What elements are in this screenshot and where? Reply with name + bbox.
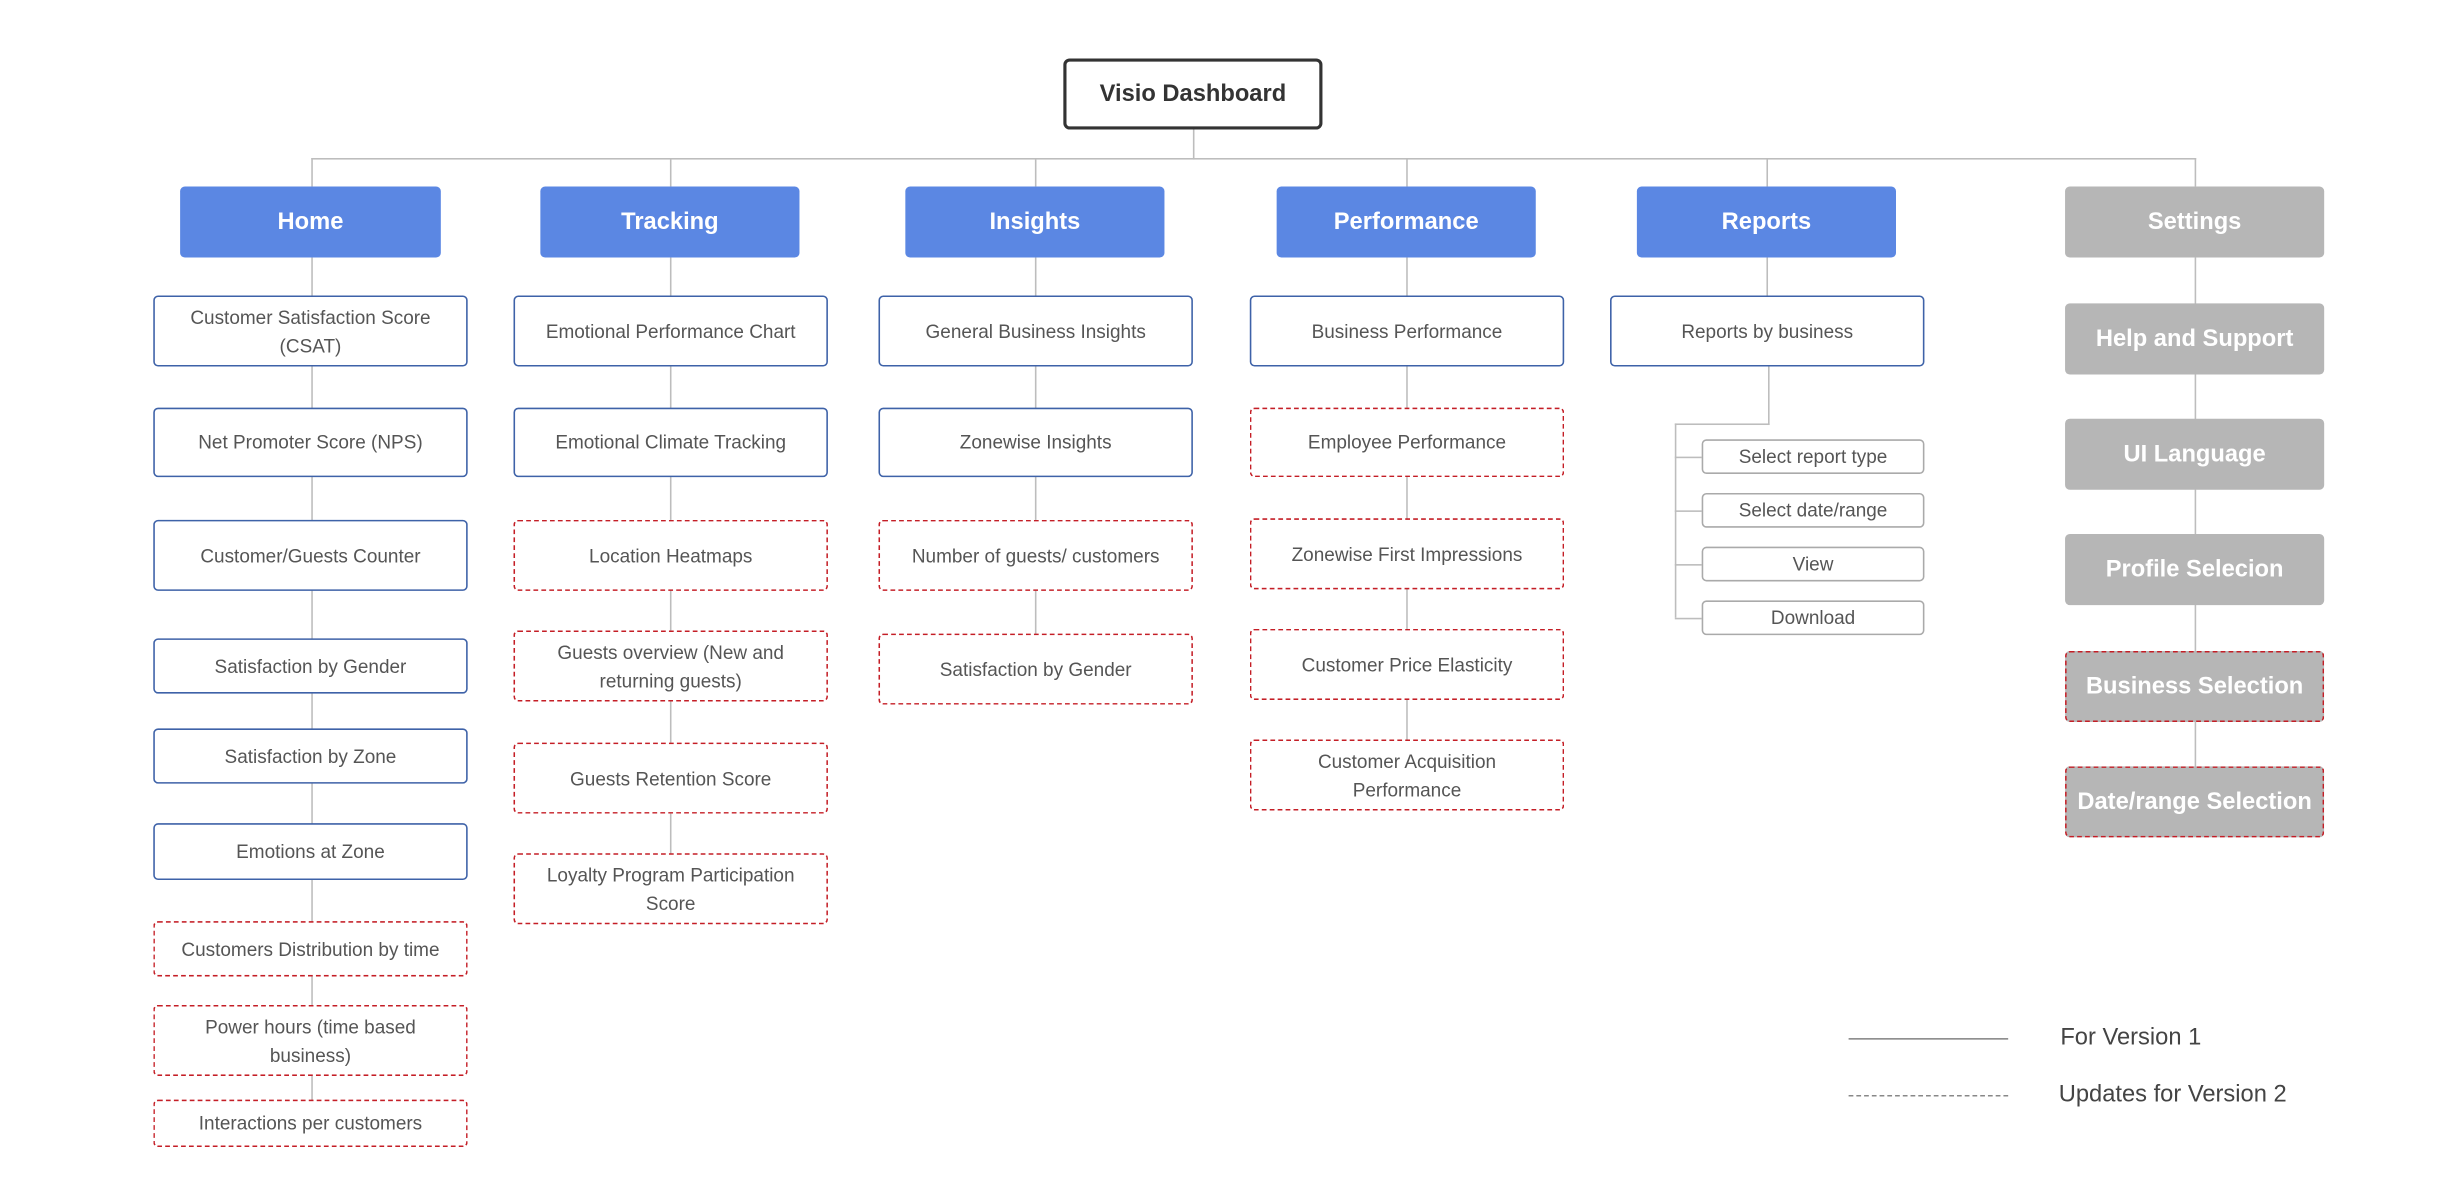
tracking-node-guests-overview: Guests overview (New and returning guest… — [513, 630, 828, 702]
performance-node-business: Business Performance — [1249, 295, 1565, 367]
home-node-csat: Customer Satisfaction Score (CSAT) — [153, 295, 468, 367]
performance-node-employee: Employee Performance — [1249, 407, 1565, 478]
home-node-interactions: Interactions per customers — [153, 1099, 468, 1148]
connector — [1674, 564, 1702, 566]
performance-node-acquisition: Customer Acquisition Performance — [1249, 739, 1565, 811]
category-reports: Reports — [1636, 186, 1896, 258]
reports-option-report-type: Select report type — [1701, 439, 1925, 474]
home-node-nps: Net Promoter Score (NPS) — [153, 407, 468, 478]
connector — [1406, 158, 1408, 187]
settings-node-ui-language: UI Language — [2065, 418, 2325, 490]
category-home: Home — [180, 186, 441, 258]
tracking-node-loyalty: Loyalty Program Participation Score — [513, 853, 828, 925]
home-node-power-hours: Power hours (time based business) — [153, 1004, 468, 1076]
reports-option-view: View — [1701, 546, 1925, 582]
settings-node-date-range-selection: Date/range Selection — [2065, 766, 2325, 838]
legend-dashed-label: Updates for Version 2 — [2058, 1080, 2287, 1108]
insights-node-zonewise: Zonewise Insights — [878, 407, 1193, 478]
insights-node-satisfaction-gender: Satisfaction by Gender — [878, 633, 1193, 705]
connector — [1674, 617, 1702, 620]
settings-node-help-support: Help and Support — [2065, 303, 2325, 375]
legend-solid-line — [1848, 1038, 2009, 1040]
root-node: Visio Dashboard — [1063, 58, 1323, 130]
connector — [1192, 127, 1195, 160]
settings-node-profile-selection: Profile Selecion — [2065, 534, 2325, 606]
tracking-node-climate: Emotional Climate Tracking — [513, 407, 828, 478]
connector — [311, 158, 313, 187]
insights-node-guests-count: Number of guests/ customers — [878, 519, 1193, 591]
connector — [1768, 364, 1770, 426]
tracking-node-heatmaps: Location Heatmaps — [513, 519, 828, 591]
connector — [1674, 456, 1702, 459]
home-node-distribution-time: Customers Distribution by time — [153, 921, 468, 977]
legend-solid-label: For Version 1 — [2060, 1023, 2202, 1051]
connector — [2194, 257, 2197, 803]
legend-dashed-line — [1848, 1094, 2009, 1097]
home-node-satisfaction-zone: Satisfaction by Zone — [153, 728, 468, 784]
home-node-satisfaction-gender: Satisfaction by Gender — [153, 638, 468, 694]
tracking-node-emotional-chart: Emotional Performance Chart — [513, 295, 828, 367]
reports-option-download: Download — [1701, 600, 1925, 636]
category-tracking: Tracking — [540, 186, 800, 258]
insights-node-general: General Business Insights — [878, 295, 1193, 367]
connector — [1766, 158, 1769, 187]
home-node-guest-counter: Customer/Guests Counter — [153, 519, 468, 591]
connector — [1034, 158, 1037, 187]
connector — [1674, 423, 1677, 618]
home-node-emotions-zone: Emotions at Zone — [153, 823, 468, 881]
performance-node-first-impressions: Zonewise First Impressions — [1249, 518, 1565, 590]
reports-node-by-business: Reports by business — [1610, 295, 1925, 367]
connector — [1674, 423, 1770, 426]
connector — [1674, 510, 1702, 512]
performance-node-price-elasticity: Customer Price Elasticity — [1249, 628, 1565, 700]
connector — [669, 158, 672, 187]
category-insights: Insights — [905, 186, 1165, 258]
settings-node-business-selection: Business Selection — [2065, 650, 2325, 723]
tracking-node-retention: Guests Retention Score — [513, 742, 828, 814]
connector — [2194, 158, 2197, 187]
reports-option-date-range: Select date/range — [1701, 492, 1925, 528]
category-settings: Settings — [2065, 186, 2325, 258]
connector — [311, 158, 2197, 160]
category-performance: Performance — [1276, 186, 1536, 258]
